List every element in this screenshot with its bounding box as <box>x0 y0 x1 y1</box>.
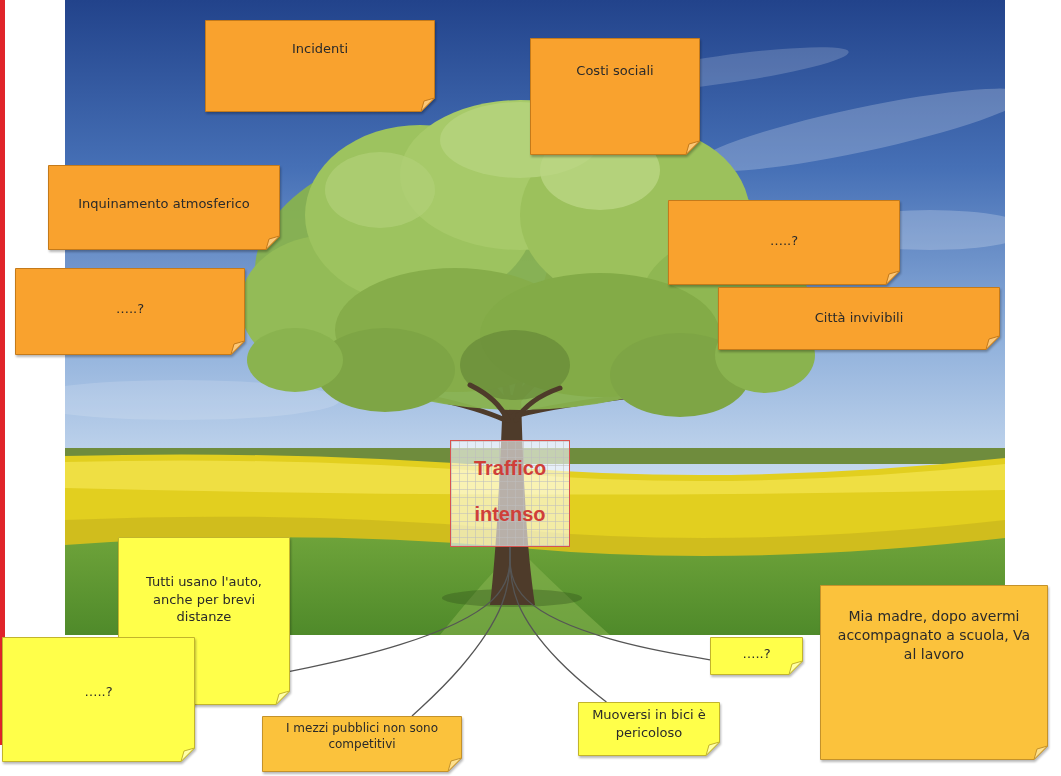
sticky-note: Inquinamento atmosferico <box>48 165 280 250</box>
note-text: …..? <box>27 300 233 318</box>
problem-box: Traffico intenso <box>450 440 570 547</box>
sticky-note: Costi sociali <box>530 38 700 155</box>
root-line <box>510 547 710 660</box>
note-paper <box>16 269 245 355</box>
note-fold <box>448 758 462 772</box>
side-bar <box>0 0 5 745</box>
note-paper <box>669 201 900 285</box>
note-paper <box>821 586 1048 760</box>
note-fold <box>886 271 900 285</box>
note-text: Mia madre, dopo avermi accompagnato a sc… <box>832 607 1036 664</box>
note-fold <box>986 336 1000 350</box>
note-fold <box>789 661 803 675</box>
note-paper <box>263 717 462 772</box>
note-text: Tutti usano l'auto, anche per brevi dist… <box>130 573 278 626</box>
note-fold <box>181 748 195 762</box>
note-shape <box>2 637 195 762</box>
sticky-note: …..? <box>710 637 803 675</box>
sticky-note: Muoversi in bici è pericoloso <box>578 702 720 756</box>
note-fold <box>266 236 280 250</box>
note-paper <box>711 638 803 675</box>
note-text: Incidenti <box>217 40 423 58</box>
note-paper <box>49 166 280 250</box>
note-paper <box>531 39 700 155</box>
root-line <box>510 547 606 702</box>
sticky-note: …..? <box>15 268 245 355</box>
note-fold <box>421 98 435 112</box>
note-paper <box>719 288 1000 350</box>
root-line <box>290 547 510 671</box>
note-fold <box>276 691 290 705</box>
note-text: Costi sociali <box>542 62 688 80</box>
note-paper <box>3 638 195 762</box>
problem-title: Traffico intenso <box>463 445 557 537</box>
note-text: …..? <box>722 645 791 663</box>
note-fold <box>1034 746 1048 760</box>
root-line <box>412 547 510 716</box>
sticky-note: Incidenti <box>205 20 435 112</box>
note-text: I mezzi pubblici non sono competitivi <box>274 720 450 752</box>
note-text: …..? <box>680 232 888 250</box>
sticky-note: …..? <box>2 637 195 762</box>
sticky-note: I mezzi pubblici non sono competitivi <box>262 716 462 772</box>
note-text: Inquinamento atmosferico <box>60 195 268 213</box>
sticky-note: …..? <box>668 200 900 285</box>
note-paper <box>579 703 720 756</box>
note-fold <box>231 341 245 355</box>
sticky-note: Città invivibili <box>718 287 1000 350</box>
note-text: …..? <box>14 683 183 701</box>
note-fold <box>706 742 720 756</box>
note-paper <box>206 21 435 112</box>
note-text: Città invivibili <box>730 309 988 327</box>
sticky-note: Mia madre, dopo avermi accompagnato a sc… <box>820 585 1048 760</box>
note-fold <box>686 141 700 155</box>
note-shape <box>530 38 700 155</box>
note-shape <box>205 20 435 112</box>
note-text: Muoversi in bici è pericoloso <box>590 706 708 741</box>
